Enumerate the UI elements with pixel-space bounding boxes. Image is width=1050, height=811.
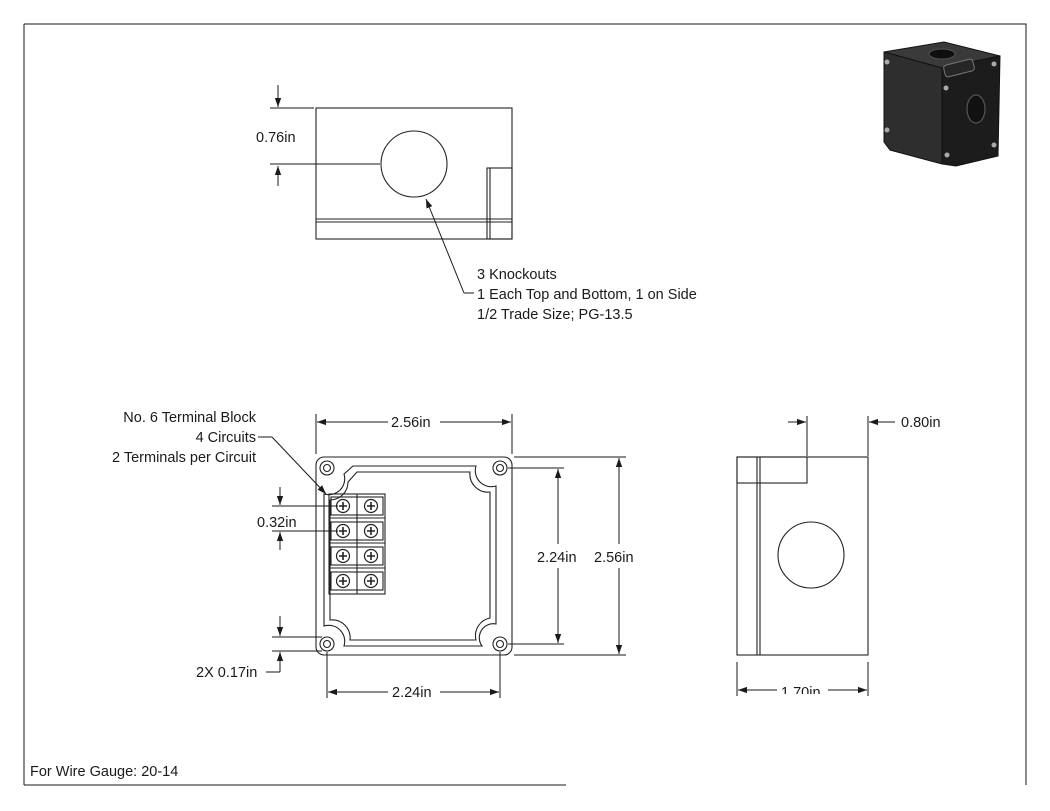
- knockout-note-1: 3 Knockouts: [477, 267, 557, 283]
- mounting-hole-br: [492, 636, 508, 652]
- enclosure-3d-render-icon: [883, 41, 1001, 167]
- dim-hole-dia: 2X 0.17in: [196, 665, 257, 681]
- knockout-note-3: 1/2 Trade Size; PG-13.5: [477, 307, 633, 323]
- phillips-screw-icon: [363, 573, 379, 589]
- terminal-block: [328, 493, 386, 595]
- knockout-note-2: 1 Each Top and Bottom, 1 on Side: [477, 287, 697, 303]
- phillips-screw-icon: [335, 573, 351, 589]
- front-view: 2.56in 2.24in 2.24in 2.56in 0.32in 2X 0.…: [196, 414, 634, 701]
- dim-overall-width: 2.56in: [391, 415, 431, 431]
- terminal-note-3: 2 Terminals per Circuit: [112, 450, 256, 466]
- dim-hole-spacing-h: 2.24in: [392, 685, 432, 701]
- terminal-note-1: No. 6 Terminal Block: [123, 410, 256, 426]
- enclosure-outline: [315, 456, 513, 656]
- phillips-screw-icon: [335, 548, 351, 564]
- top-view: 0.76in: [256, 85, 513, 240]
- phillips-screw-icon: [335, 498, 351, 514]
- mounting-hole-tl: [319, 460, 335, 476]
- phillips-screw-icon: [363, 523, 379, 539]
- dim-terminal-pitch: 0.32in: [257, 515, 297, 531]
- dim-knockout-offset: 0.76in: [256, 130, 296, 146]
- terminal-note-2: 4 Circuits: [196, 430, 256, 446]
- terminal-callout: No. 6 Terminal Block 4 Circuits 2 Termin…: [112, 410, 327, 495]
- side-knockout: [777, 521, 845, 589]
- knockout-callout: 3 Knockouts 1 Each Top and Bottom, 1 on …: [425, 198, 697, 323]
- top-knockout: [380, 130, 448, 198]
- mounting-hole-tr: [492, 460, 508, 476]
- dim-overall-height: 2.56in: [594, 550, 634, 566]
- mounting-hole-bl: [319, 636, 335, 652]
- dim-lid-depth: 0.80in: [901, 415, 941, 431]
- side-view: 0.80in: [736, 415, 941, 696]
- lid-gasket-outer: [323, 465, 497, 647]
- phillips-screw-icon: [335, 523, 351, 539]
- phillips-screw-icon: [363, 498, 379, 514]
- dim-hole-spacing-v: 2.24in: [537, 550, 577, 566]
- wire-gauge-note: For Wire Gauge: 20-14: [30, 764, 178, 780]
- lid-gasket-inner: [329, 471, 491, 641]
- phillips-screw-icon: [363, 548, 379, 564]
- dim-depth: 1.70in: [781, 685, 821, 701]
- sheet-border: [24, 23, 1027, 785]
